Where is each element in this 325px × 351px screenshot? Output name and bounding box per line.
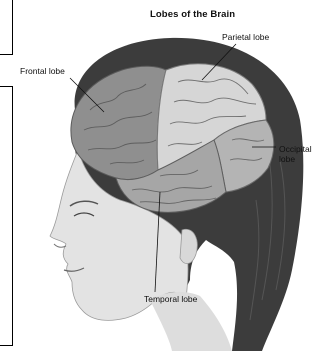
diagram-title: Lobes of the Brain xyxy=(150,9,235,20)
label-occipital-line2: lobe xyxy=(279,154,312,164)
label-temporal-lobe: Temporal lobe xyxy=(144,294,197,304)
label-parietal-lobe: Parietal lobe xyxy=(222,32,269,42)
label-occipital-lobe: Occipital lobe xyxy=(279,144,312,164)
label-occipital-line1: Occipital xyxy=(279,144,312,154)
label-frontal-lobe: Frontal lobe xyxy=(20,66,65,76)
nostril xyxy=(54,244,66,247)
ear xyxy=(180,229,197,263)
